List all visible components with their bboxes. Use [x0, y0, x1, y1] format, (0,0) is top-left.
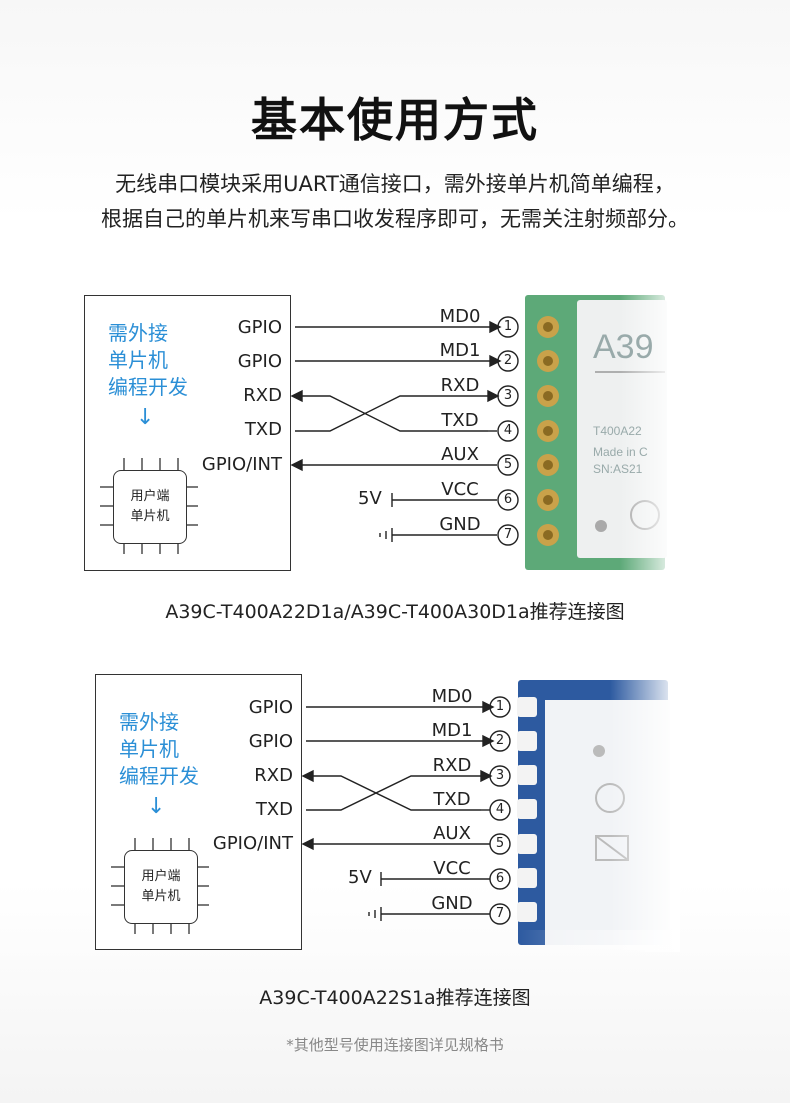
signal-md0: MD0 — [439, 306, 481, 327]
down-arrow-icon: ↓ — [136, 405, 155, 430]
mcu-label-line-2: 单片机 — [130, 509, 170, 524]
pin-2-number-3: 3 — [495, 768, 505, 783]
signal-gnd: GND — [439, 514, 481, 535]
signal-aux: AUX — [441, 444, 479, 465]
host-2-pin-rxd: RXD — [254, 765, 293, 786]
supply-5v-label-2: 5V — [348, 867, 372, 888]
module-1-origin-text: Made in C — [593, 445, 648, 459]
pin-number-1: 1 — [503, 319, 513, 334]
module-1-model-text: A39 — [593, 328, 654, 366]
host-pin-gpio-int: GPIO/INT — [201, 454, 282, 475]
signal-2-gnd: GND — [431, 893, 473, 914]
signal-2-txd: TXD — [433, 789, 471, 810]
diagram-1-caption: A39C-T400A22D1a/A39C-T400A30D1a推荐连接图 — [165, 601, 625, 623]
signal-md1: MD1 — [439, 340, 481, 361]
host-label-2-line-3: 编程开发 — [119, 764, 199, 788]
supply-5v-label: 5V — [358, 488, 382, 509]
description-line-2: 根据自己的单片机来写串口收发程序即可，无需关注射频部分。 — [101, 207, 689, 231]
mcu-label-2-line-1: 用户端 — [141, 869, 181, 884]
host-pin-rxd: RXD — [243, 385, 282, 406]
footnote: *其他型号使用连接图详见规格书 — [286, 1036, 504, 1054]
host-label-line-3: 编程开发 — [108, 375, 188, 399]
pin-2-number-1: 1 — [495, 699, 505, 714]
signal-2-vcc: VCC — [433, 858, 471, 879]
pin-number-3: 3 — [503, 388, 513, 403]
host-pin-gpio-2: GPIO — [237, 351, 282, 372]
host-2-pin-gpio-int: GPIO/INT — [212, 833, 293, 854]
host-2-pin-gpio-2: GPIO — [248, 731, 293, 752]
host-label-2-line-2: 单片机 — [119, 737, 179, 761]
host-label-line-2: 单片机 — [108, 348, 168, 372]
host-2-pin-txd: TXD — [255, 799, 293, 820]
page-title: 基本使用方式 — [251, 93, 539, 147]
mcu-label-2-line-2: 单片机 — [141, 889, 181, 904]
pin-2-number-5: 5 — [495, 836, 505, 851]
pin-number-6: 6 — [503, 492, 513, 507]
host-2-pin-gpio-1: GPIO — [248, 697, 293, 718]
mcu-label-line-1: 用户端 — [130, 489, 170, 504]
host-pin-gpio-1: GPIO — [237, 317, 282, 338]
mcu-chip-1: 用户端 单片机 — [113, 470, 187, 544]
pin-number-2: 2 — [503, 353, 513, 368]
diagram-2-caption: A39C-T400A22S1a推荐连接图 — [259, 987, 531, 1009]
down-arrow-icon-2: ↓ — [147, 794, 166, 819]
module-1-sn-text: SN:AS21 — [593, 462, 643, 476]
mcu-chip-2: 用户端 单片机 — [124, 850, 198, 924]
host-label-line-1: 需外接 — [108, 321, 168, 345]
pin-number-5: 5 — [503, 457, 513, 472]
signal-2-md0: MD0 — [431, 686, 473, 707]
description-line-1: 无线串口模块采用UART通信接口，需外接单片机简单编程， — [115, 172, 675, 196]
host-label-2-line-1: 需外接 — [119, 710, 179, 734]
signal-2-aux: AUX — [433, 823, 471, 844]
signal-vcc: VCC — [441, 479, 479, 500]
signal-2-md1: MD1 — [431, 720, 473, 741]
module-1-part-text: T400A22 — [593, 424, 642, 438]
host-pin-txd: TXD — [244, 419, 282, 440]
pin-2-number-6: 6 — [495, 871, 505, 886]
pin-number-4: 4 — [503, 423, 513, 438]
signal-txd: TXD — [441, 410, 479, 431]
pin-2-number-7: 7 — [495, 906, 505, 921]
signal-2-rxd: RXD — [432, 755, 472, 776]
pin-number-7: 7 — [503, 527, 513, 542]
signal-rxd: RXD — [440, 375, 480, 396]
pin-2-number-2: 2 — [495, 733, 505, 748]
pin-2-number-4: 4 — [495, 802, 505, 817]
